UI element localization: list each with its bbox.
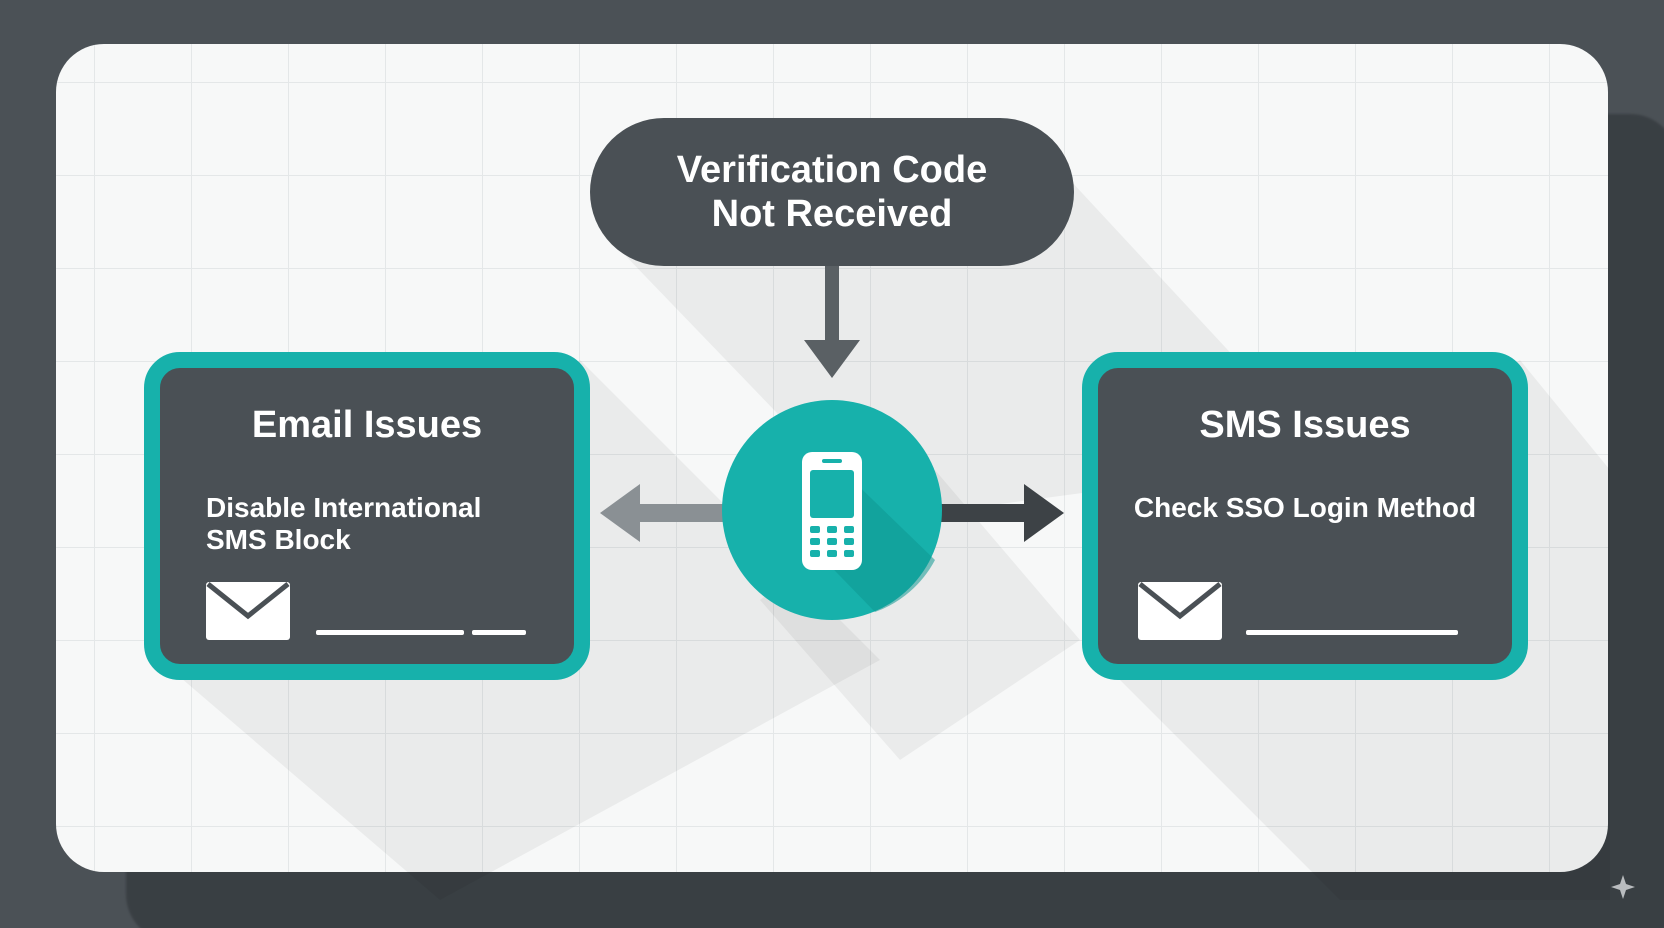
envelope-icon	[1138, 582, 1222, 640]
phone-node	[722, 400, 942, 620]
email-issues-text: Disable International SMS Block	[206, 492, 482, 555]
sms-issues-box: SMS Issues Check SSO Login Method	[1082, 352, 1528, 680]
top-node-line2: Not Received	[711, 193, 953, 235]
email-issues-box: Email Issues Disable International SMS B…	[144, 352, 590, 680]
email-issues-title: Email Issues	[251, 404, 483, 446]
mobile-phone-icon	[802, 452, 862, 570]
text-placeholder-line	[1246, 630, 1458, 635]
text-placeholder-line	[472, 630, 526, 635]
envelope-icon	[206, 582, 290, 640]
top-node-line1: Verification Code	[676, 149, 988, 191]
down-arrow	[804, 266, 860, 378]
sms-issues-title: SMS Issues	[1199, 404, 1411, 446]
sparkle-icon	[1611, 875, 1635, 899]
text-placeholder-line	[316, 630, 464, 635]
right-arrow	[940, 484, 1064, 542]
top-node: Verification Code Not Received	[590, 118, 1074, 266]
left-arrow	[600, 484, 726, 542]
sms-issues-text: Check SSO Login Method	[1133, 492, 1477, 523]
